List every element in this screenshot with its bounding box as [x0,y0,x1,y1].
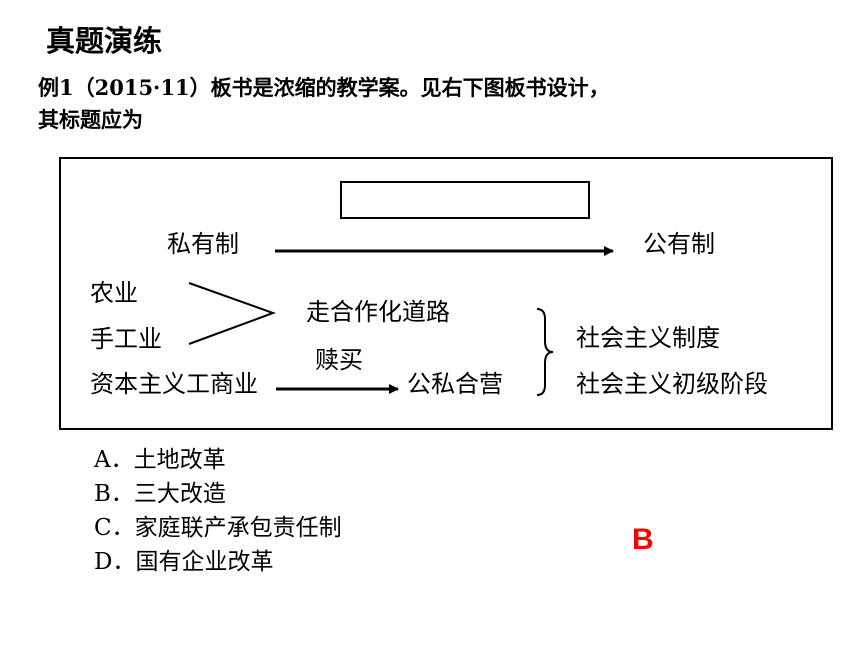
option-b[interactable]: B．三大改造 [94,477,342,511]
option-c[interactable]: C．家庭联产承包责任制 [94,511,342,545]
option-a-letter: A． [94,447,134,473]
option-d[interactable]: D．国有企业改革 [94,545,342,579]
public-ownership-label: 公有制 [643,230,715,258]
board-arrows [188,246,614,396]
option-d-text: 国有企业改革 [135,549,274,575]
option-b-text: 三大改造 [133,481,226,507]
joint-state-private-label: 公私合营 [407,370,503,398]
agriculture-label: 农业 [90,279,138,307]
option-c-text: 家庭联产承包责任制 [134,515,342,541]
blackboard-design: 私有制 公有制 农业 手工业 资本主义工商业 走合作化道路 赎买 公私合营 社会… [59,157,833,430]
option-b-letter: B． [94,481,134,507]
answer-options: A．土地改革 B．三大改造 C．家庭联产承包责任制 D．国有企业改革 [94,443,342,579]
answer-key: B [632,523,654,556]
primary-stage-label: 社会主义初级阶段 [576,370,768,398]
private-ownership-label: 私有制 [167,230,239,258]
merge-chevron [188,282,276,345]
redemption-label: 赎买 [315,346,363,374]
slide-title: 真题演练 [46,24,163,58]
blank-title-box [340,181,590,219]
capitalist-label: 资本主义工商业 [90,370,258,398]
socialist-system-label: 社会主义制度 [576,324,720,352]
curly-brace [536,308,554,396]
question-line-1: 例1（2015·11）板书是浓缩的教学案。见右下图板书设计， [38,75,610,100]
question-text: 例1（2015·11）板书是浓缩的教学案。见右下图板书设计， 其标题应为 [38,72,838,136]
option-a[interactable]: A．土地改革 [94,443,342,477]
handicraft-label: 手工业 [90,325,162,353]
option-a-text: 土地改革 [133,447,226,473]
option-c-letter: C． [94,515,135,541]
question-line-2: 其标题应为 [38,107,143,132]
cooperative-road-label: 走合作化道路 [306,298,450,326]
option-d-letter: D． [94,549,136,575]
